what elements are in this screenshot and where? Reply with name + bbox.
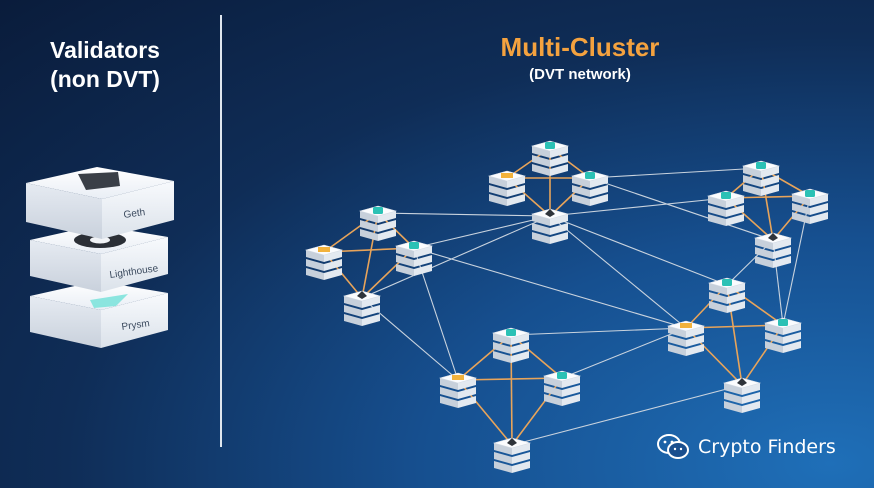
ethereum-node-icon bbox=[357, 291, 367, 299]
server-node bbox=[304, 244, 344, 280]
network-edge bbox=[413, 215, 551, 249]
cluster-edge bbox=[741, 324, 784, 386]
obol-node-icon bbox=[545, 142, 555, 149]
server-node bbox=[666, 320, 706, 356]
validators-title-line1: Validators bbox=[50, 37, 160, 63]
dvt-nodes bbox=[304, 140, 830, 473]
obol-node-icon bbox=[557, 372, 567, 379]
network-edge bbox=[589, 167, 762, 179]
layer-label-prysm: Prysm bbox=[121, 318, 151, 333]
network-edge bbox=[413, 247, 687, 329]
server-node bbox=[487, 170, 527, 206]
server-node bbox=[790, 188, 830, 224]
server-node bbox=[491, 327, 531, 363]
ethereum-node-icon bbox=[768, 233, 778, 241]
prysm-icon bbox=[90, 294, 128, 308]
server-node bbox=[530, 208, 570, 244]
network-edge bbox=[561, 327, 687, 379]
server-node bbox=[763, 317, 803, 353]
obol-node-icon bbox=[585, 172, 595, 179]
obol-node-icon bbox=[373, 207, 383, 214]
obol-node-icon bbox=[778, 319, 788, 326]
obol-node-icon bbox=[721, 192, 731, 199]
ethereum-icon bbox=[78, 172, 120, 190]
multi-cluster-subtitle: (DVT network) bbox=[529, 66, 631, 83]
layer-label-geth: Geth bbox=[123, 207, 146, 221]
obol-node-icon bbox=[506, 329, 516, 336]
network-edge bbox=[511, 384, 743, 446]
server-node bbox=[753, 232, 793, 268]
network-edges bbox=[361, 167, 811, 446]
server-node bbox=[741, 160, 781, 196]
validator-stack: Prysm Lighthouse Geth bbox=[26, 167, 174, 348]
multi-cluster-title: Multi-Cluster bbox=[500, 32, 660, 62]
wechat-icon bbox=[657, 434, 689, 459]
ethereum-node-icon bbox=[507, 438, 517, 446]
server-node bbox=[492, 437, 532, 473]
server-node bbox=[542, 370, 582, 406]
server-node bbox=[394, 240, 434, 276]
obol-node-icon bbox=[805, 190, 815, 197]
validators-title: Validators (non DVT) bbox=[30, 36, 180, 94]
cluster-edge bbox=[685, 327, 743, 386]
client-node-icon bbox=[501, 173, 513, 178]
server-node bbox=[530, 140, 570, 176]
network-edge bbox=[361, 215, 551, 299]
network-edge bbox=[510, 327, 687, 336]
obol-node-icon bbox=[409, 242, 419, 249]
layer-prysm: Prysm bbox=[30, 281, 168, 348]
server-node bbox=[438, 372, 478, 408]
network-edge bbox=[549, 215, 687, 329]
server-node bbox=[722, 377, 762, 413]
cluster-edge bbox=[361, 247, 415, 299]
obol-node-icon bbox=[756, 162, 766, 169]
watermark-text: Crypto Finders bbox=[698, 436, 836, 458]
section-divider bbox=[220, 15, 222, 447]
server-node bbox=[342, 290, 382, 326]
client-node-icon bbox=[680, 323, 692, 328]
network-edge bbox=[549, 197, 727, 217]
server-node bbox=[570, 170, 610, 206]
layer-lighthouse: Lighthouse bbox=[30, 225, 168, 292]
obol-node-icon bbox=[722, 279, 732, 286]
server-node bbox=[358, 205, 398, 241]
client-node-icon bbox=[318, 247, 330, 252]
ethereum-node-icon bbox=[545, 209, 555, 217]
client-node-icon bbox=[452, 375, 464, 380]
server-node bbox=[707, 277, 747, 313]
ethereum-node-icon bbox=[737, 378, 747, 386]
watermark: Crypto Finders bbox=[656, 430, 836, 464]
network-edge bbox=[589, 177, 774, 241]
server-node bbox=[706, 190, 746, 226]
layer-geth: Geth bbox=[26, 167, 174, 239]
network-edge bbox=[549, 215, 728, 286]
network-edge bbox=[377, 212, 551, 217]
validators-title-line2: (non DVT) bbox=[50, 66, 160, 92]
